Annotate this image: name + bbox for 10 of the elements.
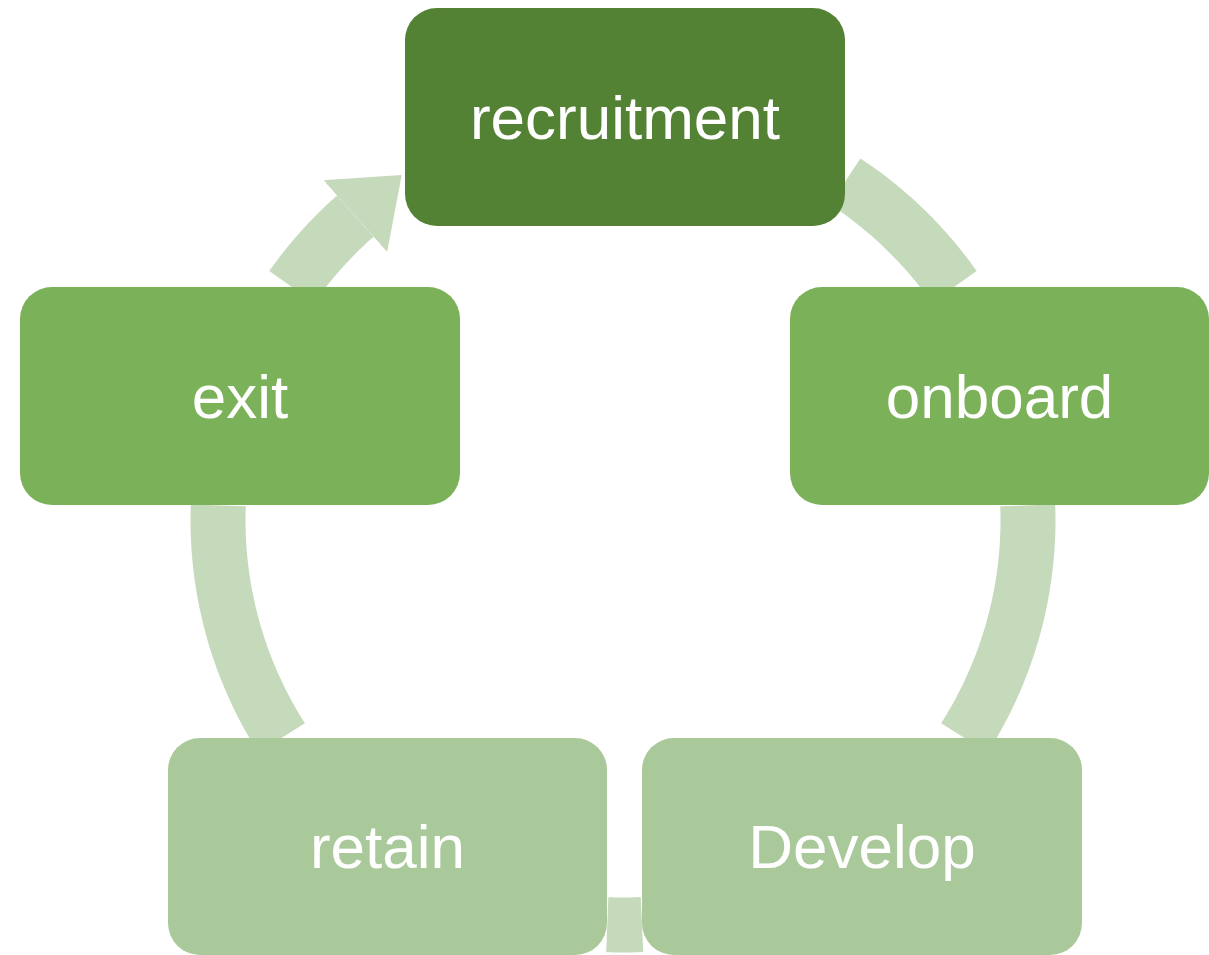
box-label: Develop — [748, 811, 976, 882]
process-box — [642, 738, 1082, 955]
box-label: retain — [309, 811, 466, 882]
box-label: onboard — [885, 360, 1114, 432]
box-label: exit — [191, 360, 289, 432]
process-box — [20, 287, 460, 505]
process-box — [405, 8, 845, 226]
process-box — [790, 287, 1209, 505]
process-box — [168, 738, 607, 955]
box-label: recruitment — [469, 81, 781, 153]
